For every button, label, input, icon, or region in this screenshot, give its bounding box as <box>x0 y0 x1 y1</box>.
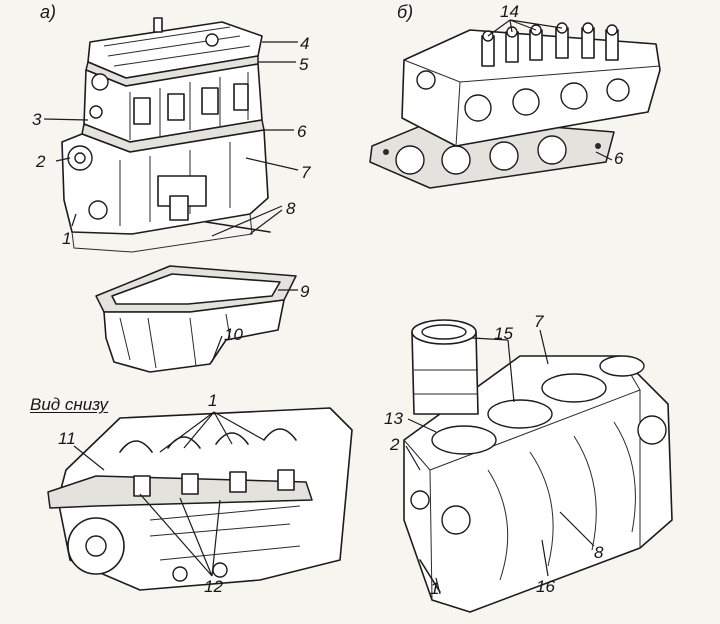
assembled-engine <box>61 17 271 253</box>
callout-3: 3 <box>32 110 42 129</box>
callout-8-right: 8 <box>594 543 604 562</box>
callout-2-top: 2 <box>36 152 46 171</box>
callout-10: 10 <box>224 325 243 344</box>
callout-7-top: 7 <box>301 163 311 182</box>
callout-5: 5 <box>299 55 309 74</box>
callout-2-right: 2 <box>390 435 400 454</box>
callout-12: 12 <box>204 577 223 596</box>
callout-15: 15 <box>494 324 513 343</box>
block-with-liners <box>403 319 673 613</box>
callout-1-right: 1 <box>430 579 440 598</box>
callout-1-bottom: 1 <box>208 391 218 410</box>
callout-6-top: 6 <box>297 122 307 141</box>
leader-lines <box>43 19 613 595</box>
callout-8-top: 8 <box>286 199 296 218</box>
callout-9: 9 <box>300 282 310 301</box>
block-right-body <box>403 355 673 613</box>
oil-pan-body <box>103 299 285 373</box>
oil-pan <box>95 265 297 373</box>
callout-4: 4 <box>300 34 310 53</box>
cylinder-head-assembly <box>369 22 661 189</box>
panel-a-label: а) <box>40 2 57 22</box>
callout-1-top: 1 <box>62 229 72 248</box>
callout-14: 14 <box>500 2 519 21</box>
callout-11: 11 <box>58 429 76 448</box>
callout-13: 13 <box>384 409 403 428</box>
callout-16: 16 <box>536 577 555 596</box>
panel-b-label: б) <box>397 2 414 22</box>
bottom-view-caption: Вид снизу <box>30 395 109 414</box>
callout-6-right: 6 <box>614 149 624 168</box>
callout-7-right: 7 <box>534 312 544 331</box>
block-bottom-view <box>47 407 353 591</box>
